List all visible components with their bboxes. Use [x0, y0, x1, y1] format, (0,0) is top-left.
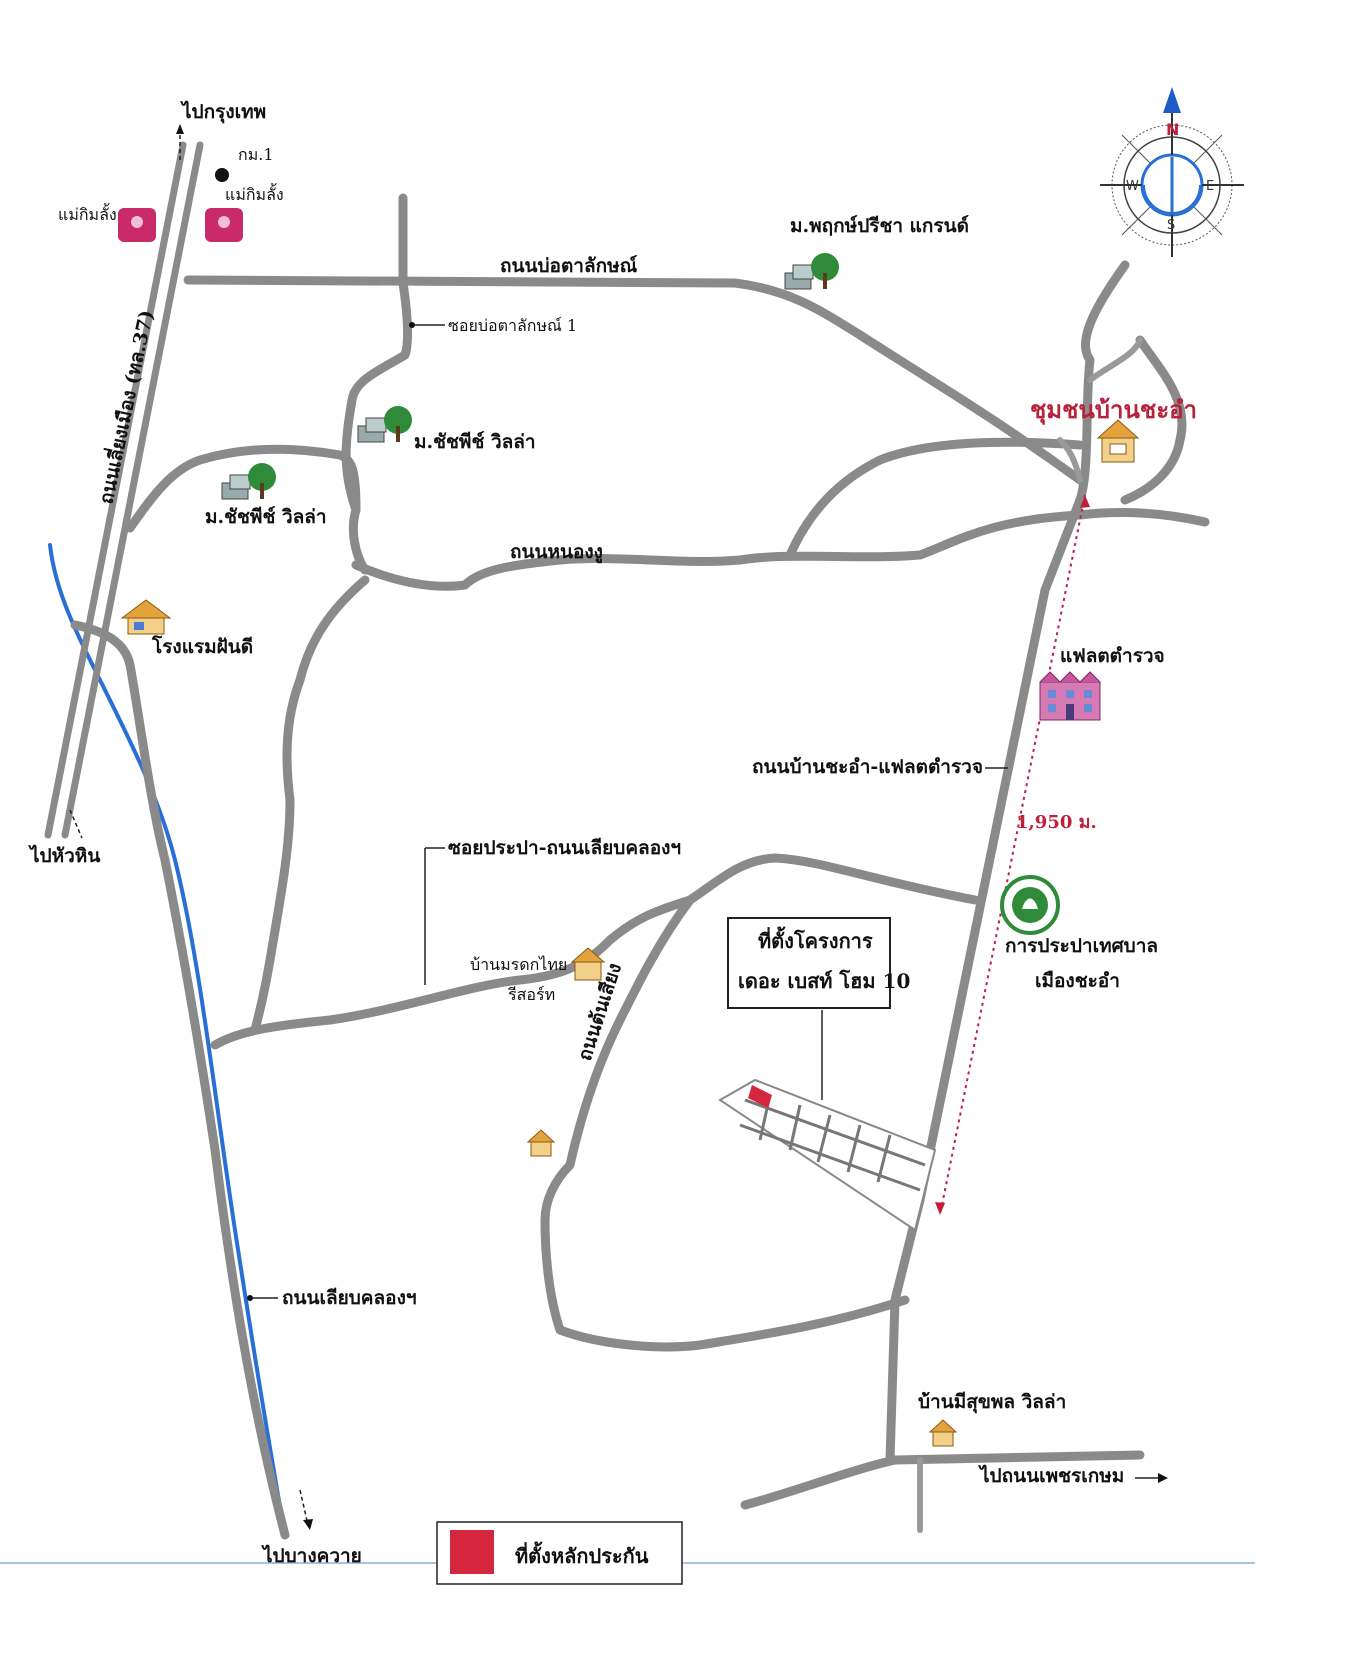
canal-road: [70, 620, 290, 1540]
label-police-flat: แฟลตตำรวจ: [1060, 645, 1165, 667]
label-nong-ngu-road: ถนนหนองงู: [510, 541, 603, 564]
collateral-marker: [748, 1085, 772, 1108]
house-icon: [1096, 419, 1140, 463]
river: [48, 543, 287, 1537]
village-icon: [357, 406, 412, 443]
house-icon: [570, 947, 606, 981]
label-waterworks-1: การประปาเทศบาล: [1005, 935, 1158, 957]
community-road-loop: [1120, 335, 1187, 505]
compass-west: W: [1126, 179, 1139, 194]
label-soi-prapa: ซอยประปา-ถนนเลียบคลองฯ: [448, 837, 681, 859]
compass-north: N: [1166, 120, 1179, 139]
bottom-road-southwest: [740, 1455, 900, 1510]
soi-prapa-road: [210, 853, 980, 1050]
north-east-branch: [785, 437, 1085, 560]
house-icon: [526, 1129, 556, 1157]
waterworks-logo-icon: [1000, 875, 1060, 935]
village-icon: [784, 253, 839, 290]
label-chatchapee-villa-1: ม.ชัชพีช์ วิลล่า: [414, 431, 536, 453]
compass-south: S: [1167, 218, 1175, 233]
nong-ngu-road: [351, 507, 1210, 591]
highway-37-west: [44, 141, 187, 839]
community-road-north: [1075, 260, 1130, 505]
legend-label: ที่ตั้งหลักประกัน: [515, 1541, 649, 1568]
label-waterworks-2: เมืองชะอำ: [1035, 970, 1120, 992]
label-moradok-2: รีสอร์ท: [508, 985, 556, 1004]
community-road-west: [1057, 437, 1083, 483]
project-name: เดอะ เบสท์ โฮม 10: [738, 969, 910, 993]
ton-siang-road: [540, 895, 910, 1352]
label-pruksa-village: ม.พฤกษ์ปรีชา แกรนด์: [790, 215, 969, 237]
shop-icon: [205, 208, 243, 242]
label-canal-road: ถนนเลียบคลองฯ: [282, 1287, 417, 1309]
label-soi-bo-ta-lak-1: ซอยบ่อตาลักษณ์ 1: [448, 316, 577, 335]
label-phandee-hotel: โรงแรมฝันดี: [151, 635, 253, 658]
village-loop-road: [125, 444, 361, 533]
label-to-hua-hin: ไปหัวหิน: [28, 844, 100, 867]
highway-37-east: [61, 141, 204, 839]
label-km1: กม.1: [238, 145, 274, 164]
house-icon: [928, 1419, 958, 1447]
label-to-bangkok: ไปกรุงเทพ: [180, 100, 266, 124]
label-cha-am-police-road: ถนนบ้านชะอำ-แฟลตตำรวจ: [752, 756, 983, 778]
label-distance: 1,950 ม.: [1016, 812, 1097, 833]
soi-prapa-leader: [424, 847, 445, 985]
shop-icon: [118, 208, 156, 242]
legend: ที่ตั้งหลักประกัน: [436, 1521, 683, 1585]
soi-bo-ta-lak-1: [341, 193, 413, 575]
label-mee-suk-villa: บ้านมีสุขพล วิลล่า: [918, 1391, 1066, 1414]
bo-ta-lak-road: [183, 275, 1085, 485]
label-chatchapee-villa-2: ม.ชัชพีช์ วิลล่า: [205, 506, 327, 528]
compass-rose-icon: N S E W: [1100, 87, 1244, 257]
legend-swatch: [450, 1530, 494, 1574]
label-mae-kim-leng-2: แม่กิมลั้ง: [225, 183, 284, 204]
house-icon: [120, 599, 172, 635]
label-mae-kim-leng-1: แม่กิมลั้ง: [58, 203, 117, 224]
label-bo-ta-lak-road: ถนนบ่อตาลักษณ์: [500, 255, 638, 277]
apartment-icon: [1039, 671, 1101, 721]
project-site: [718, 1078, 937, 1232]
distance-indicator: [935, 494, 1090, 1216]
bottom-road-east: [890, 1450, 1145, 1465]
compass-east: E: [1206, 179, 1214, 194]
label-to-phetkasem: ไปถนนเพชรเกษม: [978, 1464, 1124, 1487]
label-to-bang-khwai: ไปบางควาย: [261, 1544, 362, 1567]
label-cha-am-community: ชุมชนบ้านชะอำ: [1030, 395, 1197, 426]
project-info-box: [727, 917, 891, 1009]
western-inner-road: [250, 575, 370, 1035]
km1-marker: [215, 168, 229, 182]
community-road-spur: [1087, 337, 1143, 383]
label-moradok-1: บ้านมรดกไทย: [470, 955, 567, 974]
to-hua-hin-arrow: [69, 809, 83, 839]
project-title: ที่ตั้งโครงการ: [758, 926, 873, 953]
village-icon: [221, 463, 276, 500]
to-bang-khwai-arrow: [299, 1489, 309, 1526]
